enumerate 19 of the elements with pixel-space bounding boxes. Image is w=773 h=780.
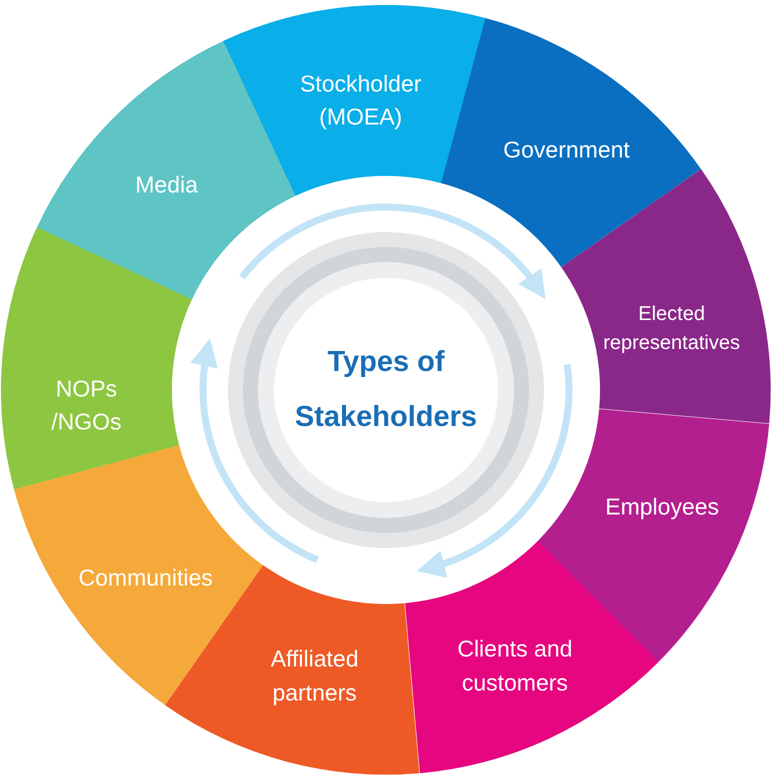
stakeholder-label: Stockholder (MOEA) bbox=[298, 70, 422, 132]
ring-segment bbox=[14, 445, 264, 706]
stakeholder-label: Employees bbox=[604, 492, 720, 522]
ring-segment bbox=[37, 41, 296, 300]
stakeholder-label: Government bbox=[502, 136, 631, 165]
stakeholder-label: Affiliated partners bbox=[270, 644, 360, 708]
stakeholder-label: Media bbox=[134, 170, 199, 200]
ring-segment bbox=[441, 18, 702, 268]
stakeholder-label: NOPs /NGOs bbox=[50, 374, 123, 437]
ring-segment bbox=[223, 5, 486, 196]
ring-segment bbox=[561, 169, 771, 424]
stakeholder-label: Elected representatives bbox=[602, 302, 741, 356]
stakeholder-label: Clients and customers bbox=[456, 635, 574, 698]
ring-segment bbox=[1, 227, 192, 490]
stakeholder-label: Communities bbox=[78, 563, 214, 592]
ring-segment bbox=[404, 541, 658, 774]
center-circle bbox=[228, 232, 544, 548]
ring-segment bbox=[537, 408, 770, 662]
center-title: Types of Stakeholders bbox=[294, 344, 478, 435]
